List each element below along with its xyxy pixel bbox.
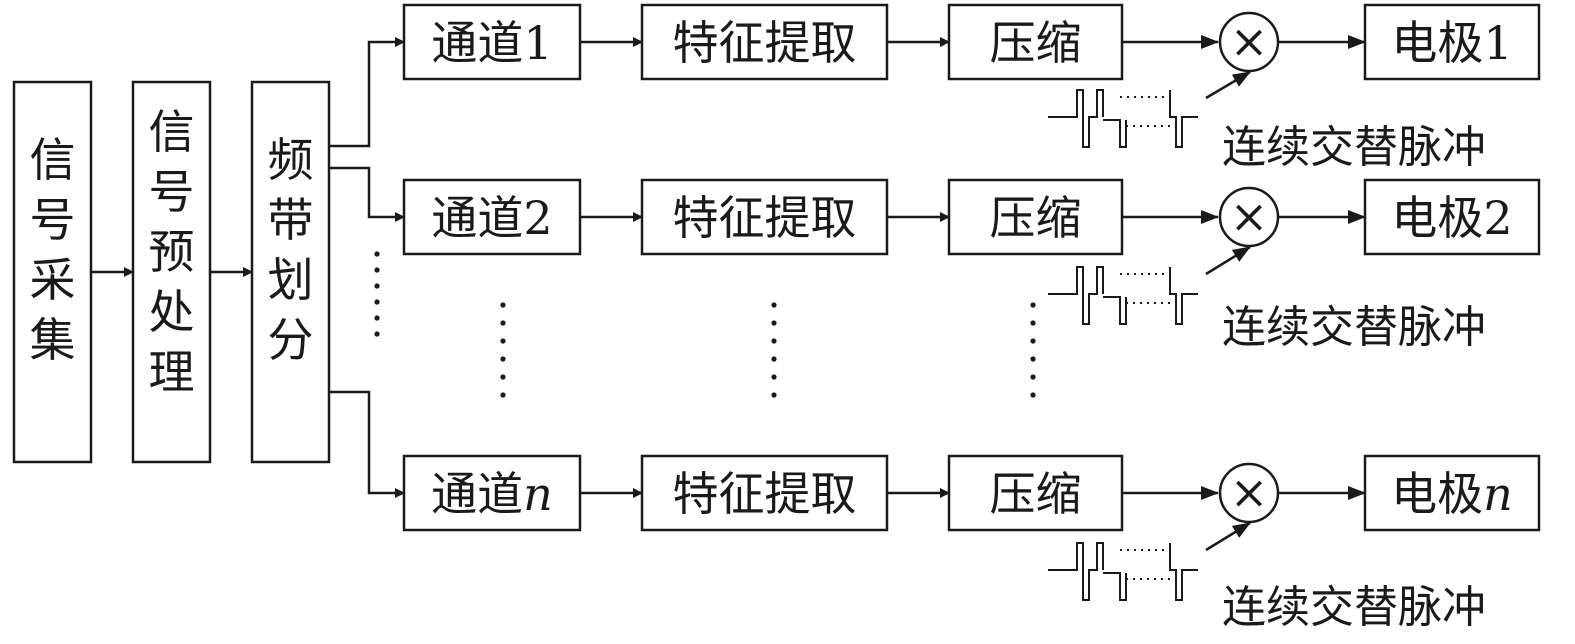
signal-acquisition-char: 信 — [30, 133, 76, 187]
signal-preprocessing-char: 理 — [149, 345, 195, 399]
signal-preprocessing-block: 信 号 预 处 理 — [131, 80, 212, 464]
pulse-label: 连续交替脉冲 — [1222, 302, 1486, 353]
compression-box — [947, 3, 1124, 81]
channel-row-n: 通道n 特征提取 压缩 × 电极n 连续交替脉冲 — [402, 454, 1541, 633]
channel-row-1: 通道1 特征提取 压缩 × 电极1 连续交替脉冲 — [402, 3, 1541, 173]
pulse-waveform — [1048, 542, 1198, 601]
band-division-char: 带 — [268, 193, 314, 247]
signal-acquisition-char: 采 — [30, 253, 76, 307]
multiplier-symbol: × — [1230, 465, 1269, 519]
signal-acquisition-char: 号 — [30, 193, 76, 247]
signal-acquisition-block: 信 号 采 集 — [12, 80, 93, 464]
feature-extraction-label: 特征提取 — [673, 191, 857, 245]
signal-preprocessing-char: 预 — [149, 225, 195, 279]
channel-box — [402, 178, 582, 256]
signal-preprocessing-char: 信 — [149, 105, 195, 159]
signal-preprocessing-char: 号 — [149, 165, 195, 219]
feature-extraction-box — [640, 454, 889, 532]
channel-box — [402, 3, 582, 81]
arrow-band-to-channel-1 — [329, 37, 405, 148]
channel-label: 通道1 — [431, 16, 552, 70]
compression-label: 压缩 — [990, 467, 1082, 521]
compression-label: 压缩 — [990, 191, 1082, 245]
feature-extraction-label: 特征提取 — [673, 467, 857, 521]
compression-box — [947, 454, 1124, 532]
arrow-band-to-channel-n — [329, 390, 405, 498]
channel-column-ellipsis — [500, 302, 506, 398]
pulse-label: 连续交替脉冲 — [1222, 122, 1486, 173]
channel-label: 通道n — [431, 467, 553, 521]
band-output-ellipsis — [374, 251, 380, 337]
pulse-waveform — [1048, 89, 1198, 148]
band-division-block: 频 带 划 分 — [250, 80, 331, 464]
signal-preprocessing-char: 处 — [149, 285, 195, 339]
feature-extraction-label: 特征提取 — [673, 16, 857, 70]
compress-column-ellipsis — [1030, 302, 1036, 398]
multiplier-symbol: × — [1230, 189, 1269, 243]
electrode-box — [1363, 178, 1541, 256]
channel-label: 通道2 — [431, 191, 552, 245]
feature-extraction-box — [640, 3, 889, 81]
band-division-char: 频 — [268, 133, 314, 187]
pulse-label: 连续交替脉冲 — [1222, 582, 1486, 633]
electrode-box — [1363, 3, 1541, 81]
arrow-band-to-channel-2 — [329, 166, 405, 222]
feature-column-ellipsis — [771, 302, 777, 398]
electrode-box — [1363, 454, 1541, 532]
arrow-pulse-to-multiplier — [1205, 70, 1251, 100]
arrow-pulse-to-multiplier — [1205, 245, 1251, 276]
arrow-pulse-to-multiplier — [1205, 521, 1251, 552]
channel-box — [402, 454, 582, 532]
multiplier-symbol: × — [1230, 14, 1269, 68]
compression-box — [947, 178, 1124, 256]
electrode-label: 电极1 — [1391, 16, 1512, 70]
band-division-char: 划 — [268, 253, 314, 307]
electrode-label: 电极2 — [1391, 191, 1512, 245]
electrode-label: 电极n — [1391, 467, 1513, 521]
channel-row-2: 通道2 特征提取 压缩 × 电极2 连续交替脉冲 — [402, 178, 1541, 353]
pulse-waveform — [1048, 266, 1198, 325]
signal-acquisition-char: 集 — [30, 313, 76, 367]
compression-label: 压缩 — [990, 16, 1082, 70]
band-division-char: 分 — [268, 313, 314, 367]
